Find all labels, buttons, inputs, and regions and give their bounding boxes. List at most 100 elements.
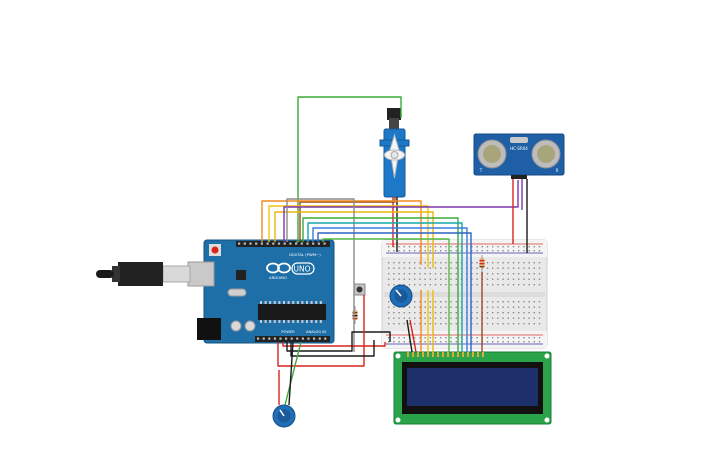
breadboard-hole: [388, 337, 390, 339]
breadboard-hole: [408, 312, 411, 314]
breadboard-hole: [538, 301, 541, 303]
breadboard[interactable]: [381, 239, 548, 349]
breadboard-hole: [497, 246, 499, 248]
breadboard-hole: [419, 306, 421, 308]
breadboard-hole: [497, 317, 499, 319]
breadboard-hole: [440, 267, 442, 269]
breadboard-hole: [512, 306, 515, 308]
breadboard-hole: [424, 341, 426, 343]
breadboard-hole: [434, 312, 437, 314]
chip-leg: [287, 301, 290, 304]
breadboard-hole: [393, 323, 395, 325]
breadboard-hole: [518, 341, 520, 343]
breadboard-hole: [492, 337, 494, 339]
sensor-r-label: R: [556, 168, 559, 173]
breadboard-hole: [528, 284, 530, 286]
breadboard-hole: [440, 273, 442, 275]
breadboard-hole: [502, 301, 504, 303]
breadboard-hole: [512, 337, 515, 339]
breadboard-hole: [507, 337, 509, 339]
breadboard-hole: [414, 278, 416, 280]
breadboard-hole: [450, 267, 452, 269]
breadboard-hole: [523, 278, 525, 280]
chip-leg: [296, 301, 299, 304]
breadboard-hole: [471, 262, 473, 264]
wire-gnd: [286, 331, 391, 352]
reset-button[interactable]: [211, 246, 219, 254]
breadboard-hole: [486, 301, 489, 303]
breadboard-hole: [450, 262, 452, 264]
digital-pin: [295, 242, 298, 245]
breadboard-hole: [440, 341, 442, 343]
breadboard-hole: [492, 273, 494, 275]
breadboard-hole: [419, 273, 421, 275]
wire-servo-signal: [296, 96, 402, 243]
breadboard-hole: [476, 317, 478, 319]
breadboard-hole: [502, 312, 504, 314]
lcd-pin: [422, 352, 424, 357]
servo-motor[interactable]: [379, 108, 410, 198]
breadboard-hole: [455, 267, 457, 269]
wire-pot-green: [284, 341, 302, 406]
dc-power-jack: [197, 318, 221, 340]
breadboard-hole: [528, 273, 530, 275]
potentiometer-main[interactable]: [389, 284, 413, 308]
chip-leg: [296, 320, 299, 323]
breadboard-hole: [424, 312, 426, 314]
ultrasonic-sensor[interactable]: HC-SR04 T R: [473, 133, 565, 179]
wires: [261, 96, 528, 406]
breadboard-hole: [429, 341, 431, 343]
breadboard-hole: [486, 250, 489, 252]
breadboard-hole: [502, 317, 504, 319]
breadboard-hole: [523, 246, 525, 248]
breadboard-hole: [518, 262, 520, 264]
lcd-pin: [477, 352, 479, 357]
breadboard-hole: [388, 317, 390, 319]
breadboard-hole: [523, 312, 525, 314]
breadboard-hole: [486, 337, 489, 339]
breadboard-hole: [419, 317, 421, 319]
digital-pin: [249, 242, 252, 245]
breadboard-hole: [445, 337, 447, 339]
breadboard-hole: [538, 262, 541, 264]
breadboard-hole: [476, 246, 478, 248]
breadboard-hole: [408, 284, 411, 286]
breadboard-hole: [512, 262, 515, 264]
breadboard-hole: [388, 246, 390, 248]
breadboard-hole: [424, 273, 426, 275]
breadboard-hole: [492, 267, 494, 269]
breadboard-hole: [445, 246, 447, 248]
breadboard-hole: [414, 246, 416, 248]
potentiometer-contrast[interactable]: [272, 404, 296, 428]
breadboard-hole: [497, 262, 499, 264]
breadboard-hole: [507, 341, 509, 343]
breadboard-hole: [398, 317, 400, 319]
breadboard-hole: [502, 273, 504, 275]
breadboard-hole: [398, 267, 400, 269]
breadboard-hole: [492, 312, 494, 314]
breadboard-hole: [398, 341, 400, 343]
chip-leg: [283, 320, 285, 323]
breadboard-hole: [388, 341, 390, 343]
breadboard-hole: [393, 273, 395, 275]
breadboard-hole: [502, 267, 504, 269]
chip-leg: [260, 320, 262, 323]
power-pin: [318, 337, 321, 340]
arduino-uno-board[interactable]: UNO ARDUINO DIGITAL (PWM~) POWER ANALOG …: [187, 239, 335, 344]
resistor: [352, 306, 358, 324]
lcd-display[interactable]: [393, 351, 552, 425]
breadboard-hole: [434, 262, 437, 264]
breadboard-hole: [528, 337, 530, 339]
breadboard-hole: [492, 262, 494, 264]
breadboard-hole: [486, 317, 489, 319]
breadboard-hole: [507, 246, 509, 248]
breadboard-hole: [523, 341, 525, 343]
pushbutton[interactable]: [353, 283, 366, 296]
breadboard-hole: [440, 312, 442, 314]
breadboard-hole: [393, 341, 395, 343]
breadboard-hole: [388, 323, 390, 325]
breadboard-hole: [518, 317, 520, 319]
breadboard-hole: [440, 323, 442, 325]
chip-leg: [319, 320, 322, 323]
